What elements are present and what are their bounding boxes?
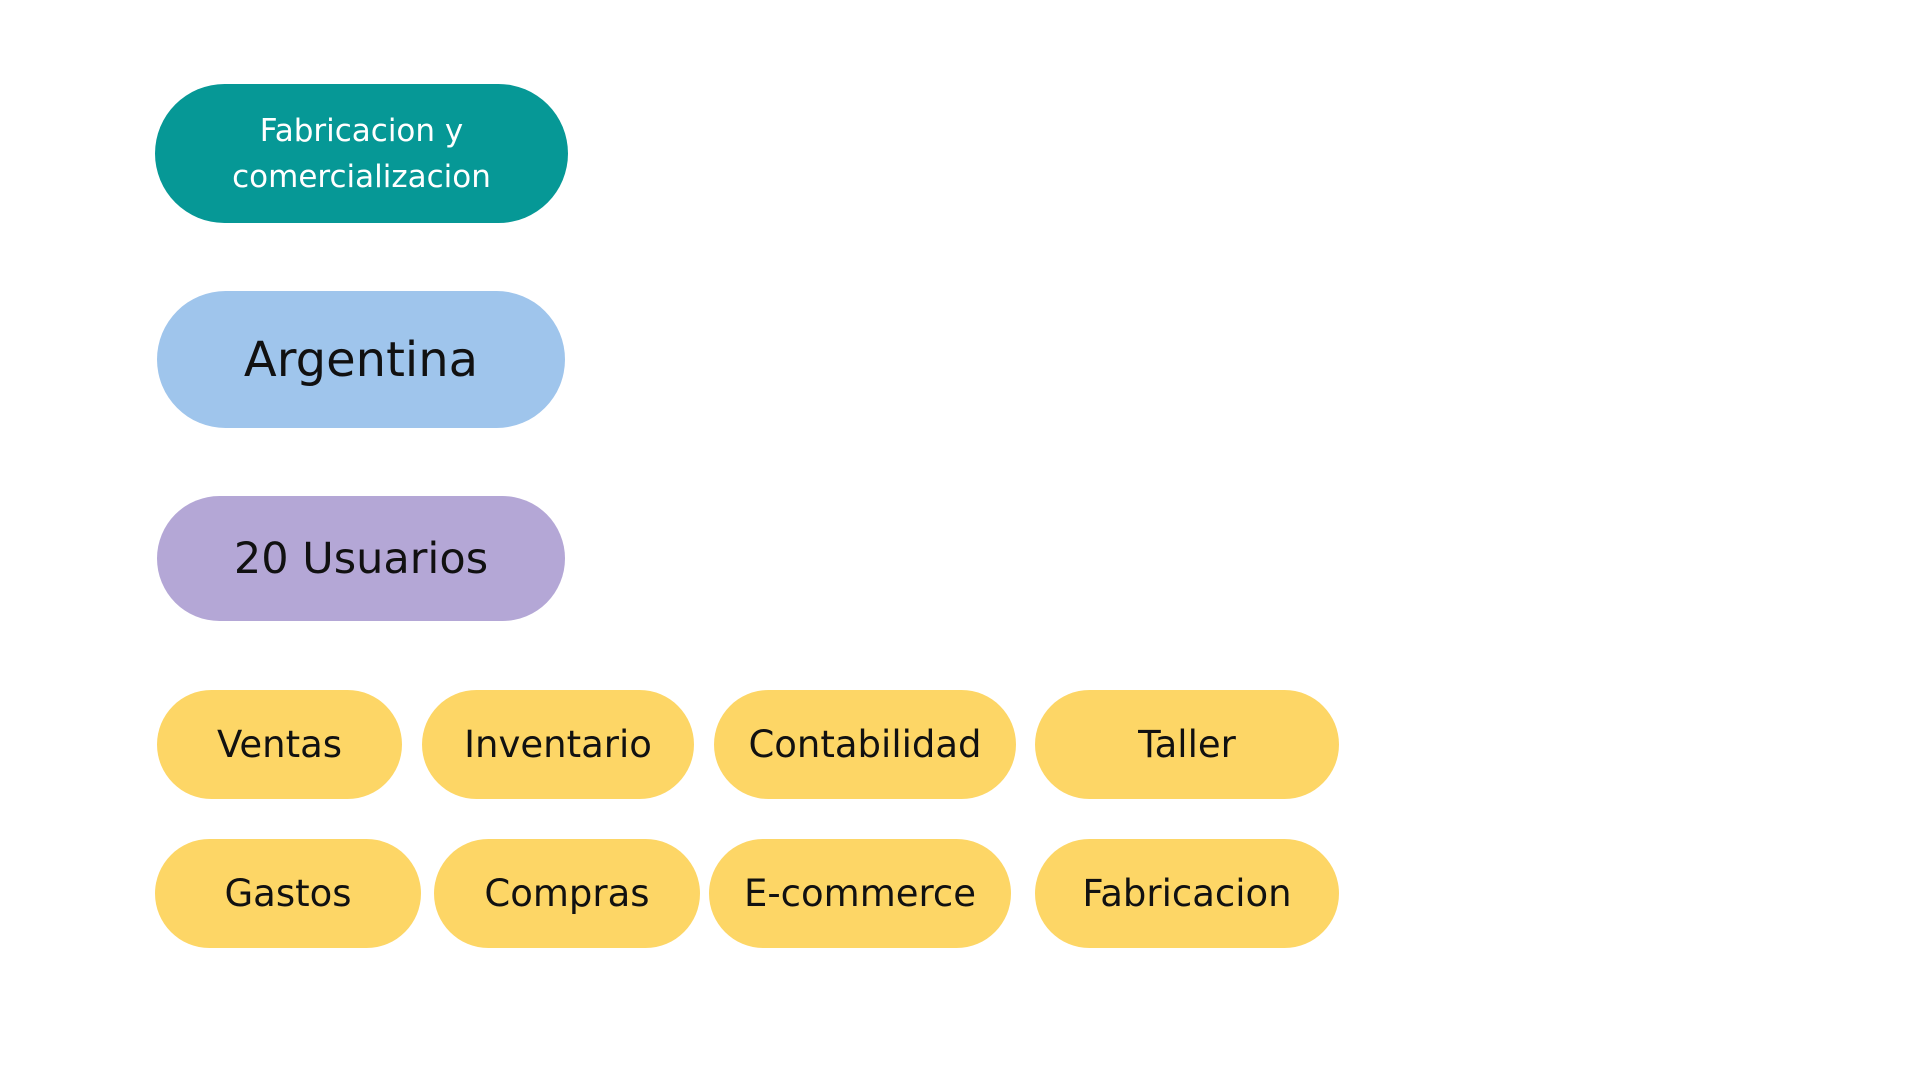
module-pill-compras: Compras [434,839,700,948]
module-label: Fabricacion [1082,872,1292,915]
module-label: Contabilidad [748,723,982,766]
industry-line2: comercializacion [232,158,491,195]
module-label: Gastos [224,872,352,915]
module-pill-contabilidad: Contabilidad [714,690,1016,799]
country-pill: Argentina [157,291,565,428]
module-pill-gastos: Gastos [155,839,421,948]
module-pill-inventario: Inventario [422,690,694,799]
industry-pill: Fabricacion y comercializacion [155,84,568,223]
module-label: Ventas [216,723,343,766]
users-label: 20 Usuarios [233,533,489,584]
industry-line1: Fabricacion y [259,112,464,149]
users-pill: 20 Usuarios [157,496,565,621]
country-label: Argentina [243,331,479,388]
module-pill-taller: Taller [1035,690,1339,799]
module-label: E-commerce [743,872,977,915]
module-pill-fabricacion: Fabricacion [1035,839,1339,948]
module-pill-ecommerce: E-commerce [709,839,1011,948]
module-label: Compras [484,872,650,915]
module-pill-ventas: Ventas [157,690,402,799]
module-label: Inventario [464,723,652,766]
module-label: Taller [1138,723,1236,766]
